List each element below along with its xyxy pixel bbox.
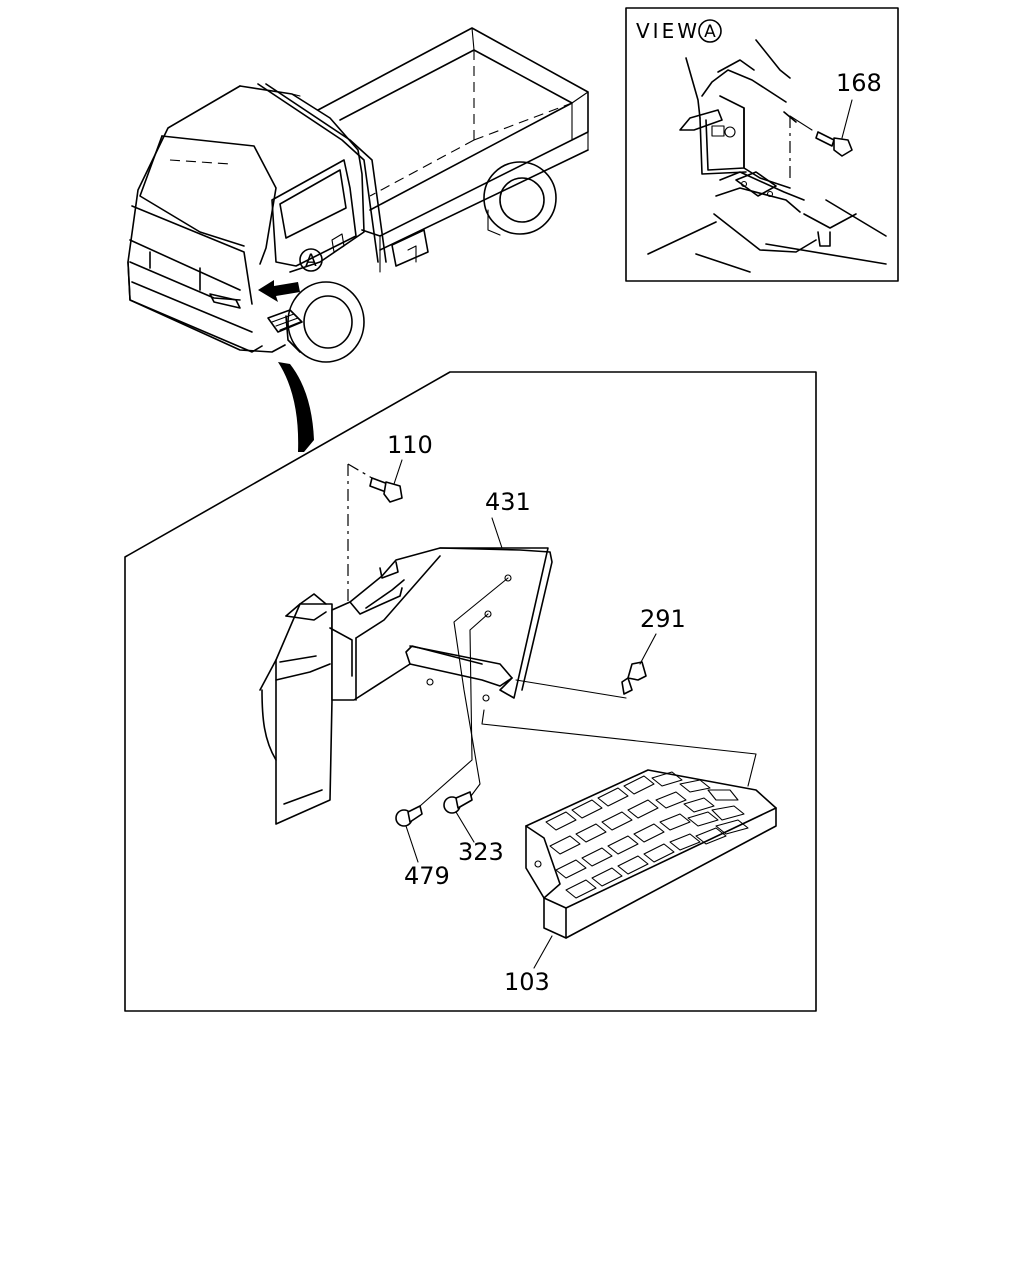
leader-291 (639, 633, 657, 665)
part-number-103: 103 (504, 968, 550, 996)
screw-479 (395, 805, 423, 827)
screw-323 (443, 791, 473, 814)
part-number-431: 431 (485, 488, 531, 516)
leader-431 (491, 517, 503, 549)
detail-pointer-arrow (278, 362, 314, 452)
leader-168 (841, 99, 853, 139)
part-number-168: 168 (836, 69, 882, 97)
part-number-479: 479 (404, 862, 450, 890)
callout-marker-a: A (299, 248, 323, 272)
view-marker: A (704, 22, 716, 42)
part-number-110: 110 (387, 431, 433, 459)
leader-103 (533, 935, 553, 969)
mud-guard-bracket-431 (259, 547, 553, 825)
leader-110 (393, 459, 403, 485)
leader-323 (455, 811, 475, 843)
detail-frame (124, 371, 817, 1012)
view-label: VIEW (636, 19, 700, 43)
view-a-inset: VIEW A (625, 7, 899, 282)
leader-479 (405, 825, 419, 863)
bolt-110 (369, 477, 403, 503)
bolt-291 (621, 661, 647, 695)
part-number-291: 291 (640, 605, 686, 633)
step-103 (525, 769, 777, 939)
truck-illustration (127, 27, 589, 363)
part-number-323: 323 (458, 838, 504, 866)
svg-text:A: A (305, 251, 317, 271)
